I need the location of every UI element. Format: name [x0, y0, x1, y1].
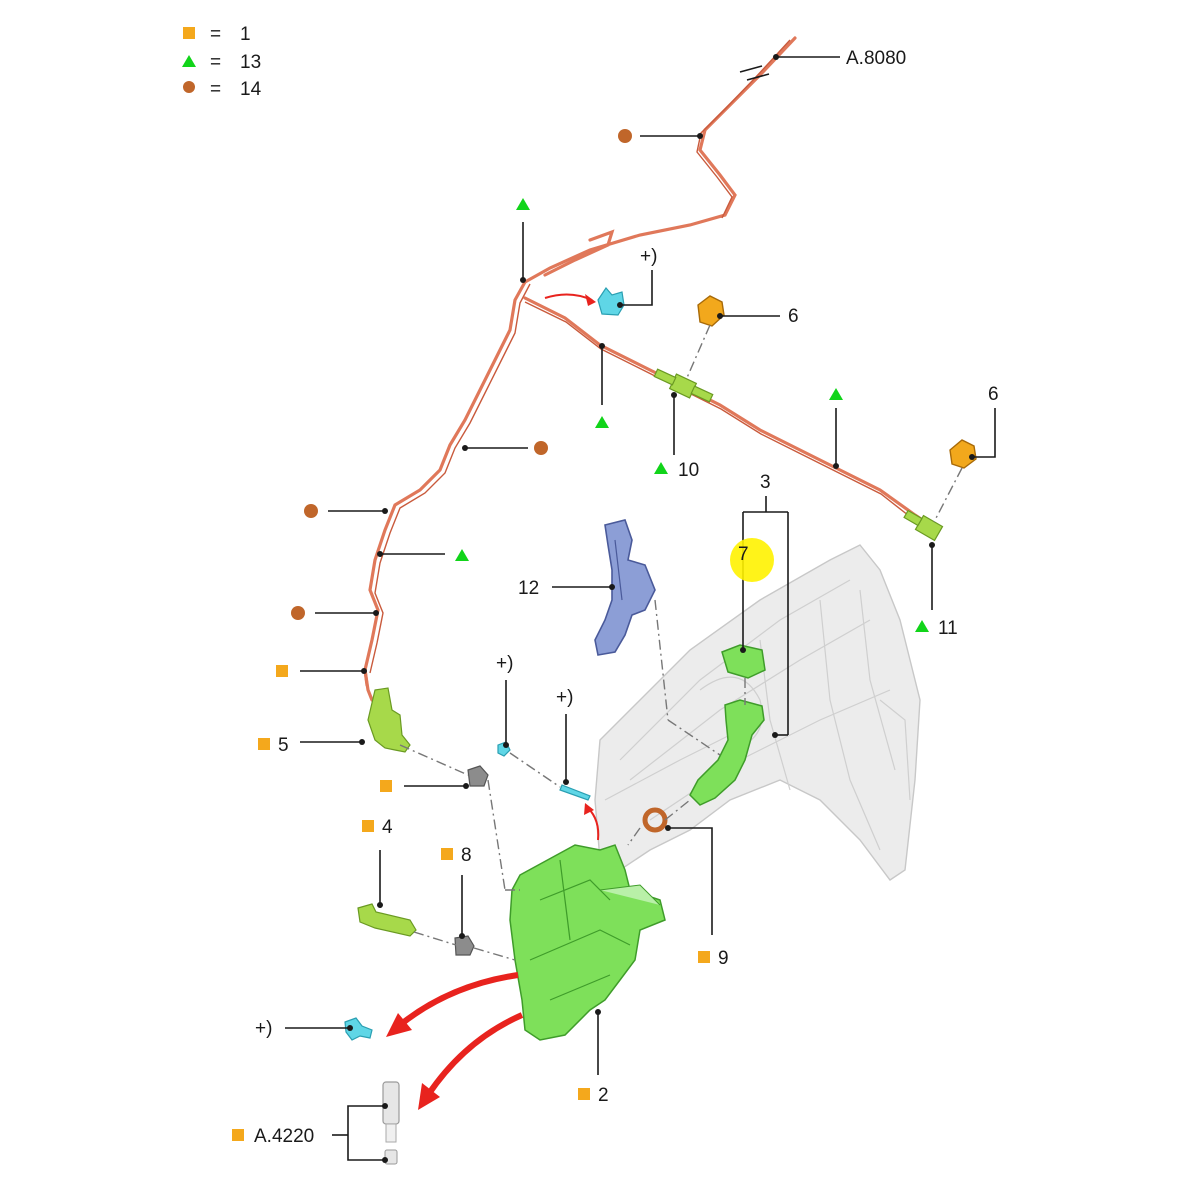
- red-arrow-top: [544, 293, 593, 301]
- callout-circle-left-upper: [304, 504, 388, 518]
- callout-triangle-top: [516, 198, 530, 283]
- washer-reservoir-2: [509, 844, 666, 1041]
- label-5: 5: [278, 735, 289, 756]
- label-11: 11: [938, 618, 958, 639]
- callout-6-top: 6: [717, 306, 799, 327]
- legend-sign-3: =: [210, 79, 221, 100]
- assembly-lines: [399, 324, 963, 961]
- label-a4220: A.4220: [254, 1126, 314, 1147]
- component-a4220: [382, 1081, 400, 1165]
- label-plus-top: +): [640, 246, 657, 267]
- label-4: 4: [382, 817, 393, 838]
- red-arrowhead-left: [386, 1013, 412, 1037]
- legend-sign-2: =: [210, 52, 221, 73]
- callout-a4220: A.4220: [232, 1103, 388, 1163]
- label-12: 12: [518, 578, 539, 599]
- label-plus-bottom: +): [255, 1018, 272, 1039]
- circle-marker-icon: [183, 81, 195, 93]
- connector-11: [903, 509, 944, 542]
- callout-circle-top: [618, 129, 703, 143]
- callout-plus-mid-right: +): [556, 687, 573, 785]
- red-arrowhead-top: [585, 294, 596, 306]
- clip-bottom-cyan: [344, 1017, 373, 1041]
- filler-cap: [721, 644, 766, 679]
- highlight-circle-7: [730, 538, 774, 582]
- square-marker-icon: [183, 27, 195, 39]
- callout-4: 4: [362, 817, 393, 908]
- callout-square-grommet: [380, 780, 469, 792]
- washer-jet-top: [697, 295, 725, 327]
- callout-2: 2: [578, 1009, 609, 1106]
- label-7: 7: [738, 544, 749, 565]
- callout-plus-top: +): [617, 246, 657, 308]
- label-6-top: 6: [788, 306, 799, 327]
- triangle-marker-icon: [182, 55, 196, 67]
- legend-value-1: 1: [240, 24, 251, 45]
- washer-jet-right: [949, 439, 977, 469]
- callout-9: 9: [665, 825, 729, 969]
- red-arrowhead-down: [418, 1083, 440, 1110]
- label-a8080: A.8080: [846, 48, 906, 69]
- legend: = 1 = 13 = 14: [182, 24, 262, 100]
- label-plus-mid-left: +): [496, 653, 513, 674]
- red-arrowhead-mid: [584, 803, 594, 815]
- callout-8: 8: [441, 845, 472, 939]
- callout-square-hose: [276, 665, 367, 677]
- label-6-right: 6: [988, 384, 999, 405]
- callout-11: 11: [915, 542, 958, 639]
- red-arrow-left: [398, 972, 519, 1028]
- filler-neck: [689, 699, 765, 806]
- callout-circle-mid: [462, 441, 548, 455]
- label-8: 8: [461, 845, 472, 866]
- red-arrow-down: [425, 1012, 524, 1097]
- callout-10: 10: [654, 392, 699, 481]
- callout-triangle-left: [377, 549, 469, 561]
- label-2: 2: [598, 1085, 609, 1106]
- grommet-lower-8: [454, 935, 475, 956]
- callout-triangle-right: [829, 388, 843, 469]
- callout-a8080: A.8080: [773, 48, 906, 69]
- legend-value-3: 14: [240, 79, 262, 100]
- legend-value-2: 13: [240, 52, 261, 73]
- clip-top-cyan: [597, 287, 625, 316]
- callout-12: 12: [518, 578, 615, 599]
- label-9: 9: [718, 948, 729, 969]
- callout-3: 3: [740, 472, 789, 738]
- label-10: 10: [678, 460, 699, 481]
- grommet-upper: [467, 765, 489, 787]
- connector-10: [653, 368, 714, 403]
- label-3: 3: [760, 472, 771, 493]
- legend-sign-1: =: [210, 24, 221, 45]
- callout-triangle-mid: [595, 343, 609, 428]
- callout-plus-bottom: +): [255, 1018, 353, 1039]
- level-sensor-4: [357, 903, 417, 937]
- callout-6-right: 6: [969, 384, 999, 460]
- hose-piece-mid-cyan: [559, 784, 591, 801]
- callout-plus-mid-left: +): [496, 653, 513, 748]
- label-plus-mid-right: +): [556, 687, 573, 708]
- callout-5: 5: [258, 735, 365, 756]
- washer-hose-routing: [363, 36, 932, 702]
- callout-7: 7: [730, 538, 774, 582]
- washer-pump-5: [367, 687, 411, 753]
- callout-circle-left-lower: [291, 606, 379, 620]
